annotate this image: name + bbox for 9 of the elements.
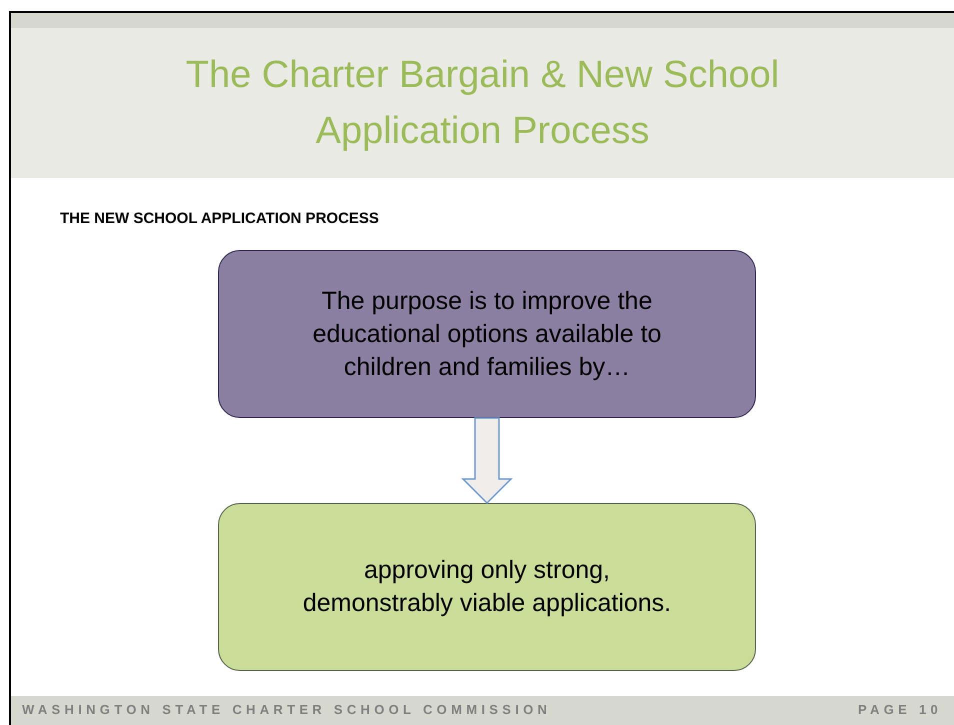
box-text: approving only strong, demonstrably viable applications.	[302, 555, 672, 619]
rounded-box	[218, 250, 756, 418]
rounded-box	[218, 503, 756, 671]
section-heading: THE NEW SCHOOL APPLICATION PROCESS	[60, 210, 379, 227]
footer-text: WASHINGTON STATE CHARTER SCHOOL COMMISSION	[22, 702, 552, 717]
page-number: PAGE 10	[858, 702, 942, 717]
block-arrow	[461, 417, 513, 504]
box-text: The purpose is to improve the educational options available to children and families by…	[312, 286, 662, 382]
slide-title: The Charter Bargain & New School Application Process	[184, 53, 780, 154]
